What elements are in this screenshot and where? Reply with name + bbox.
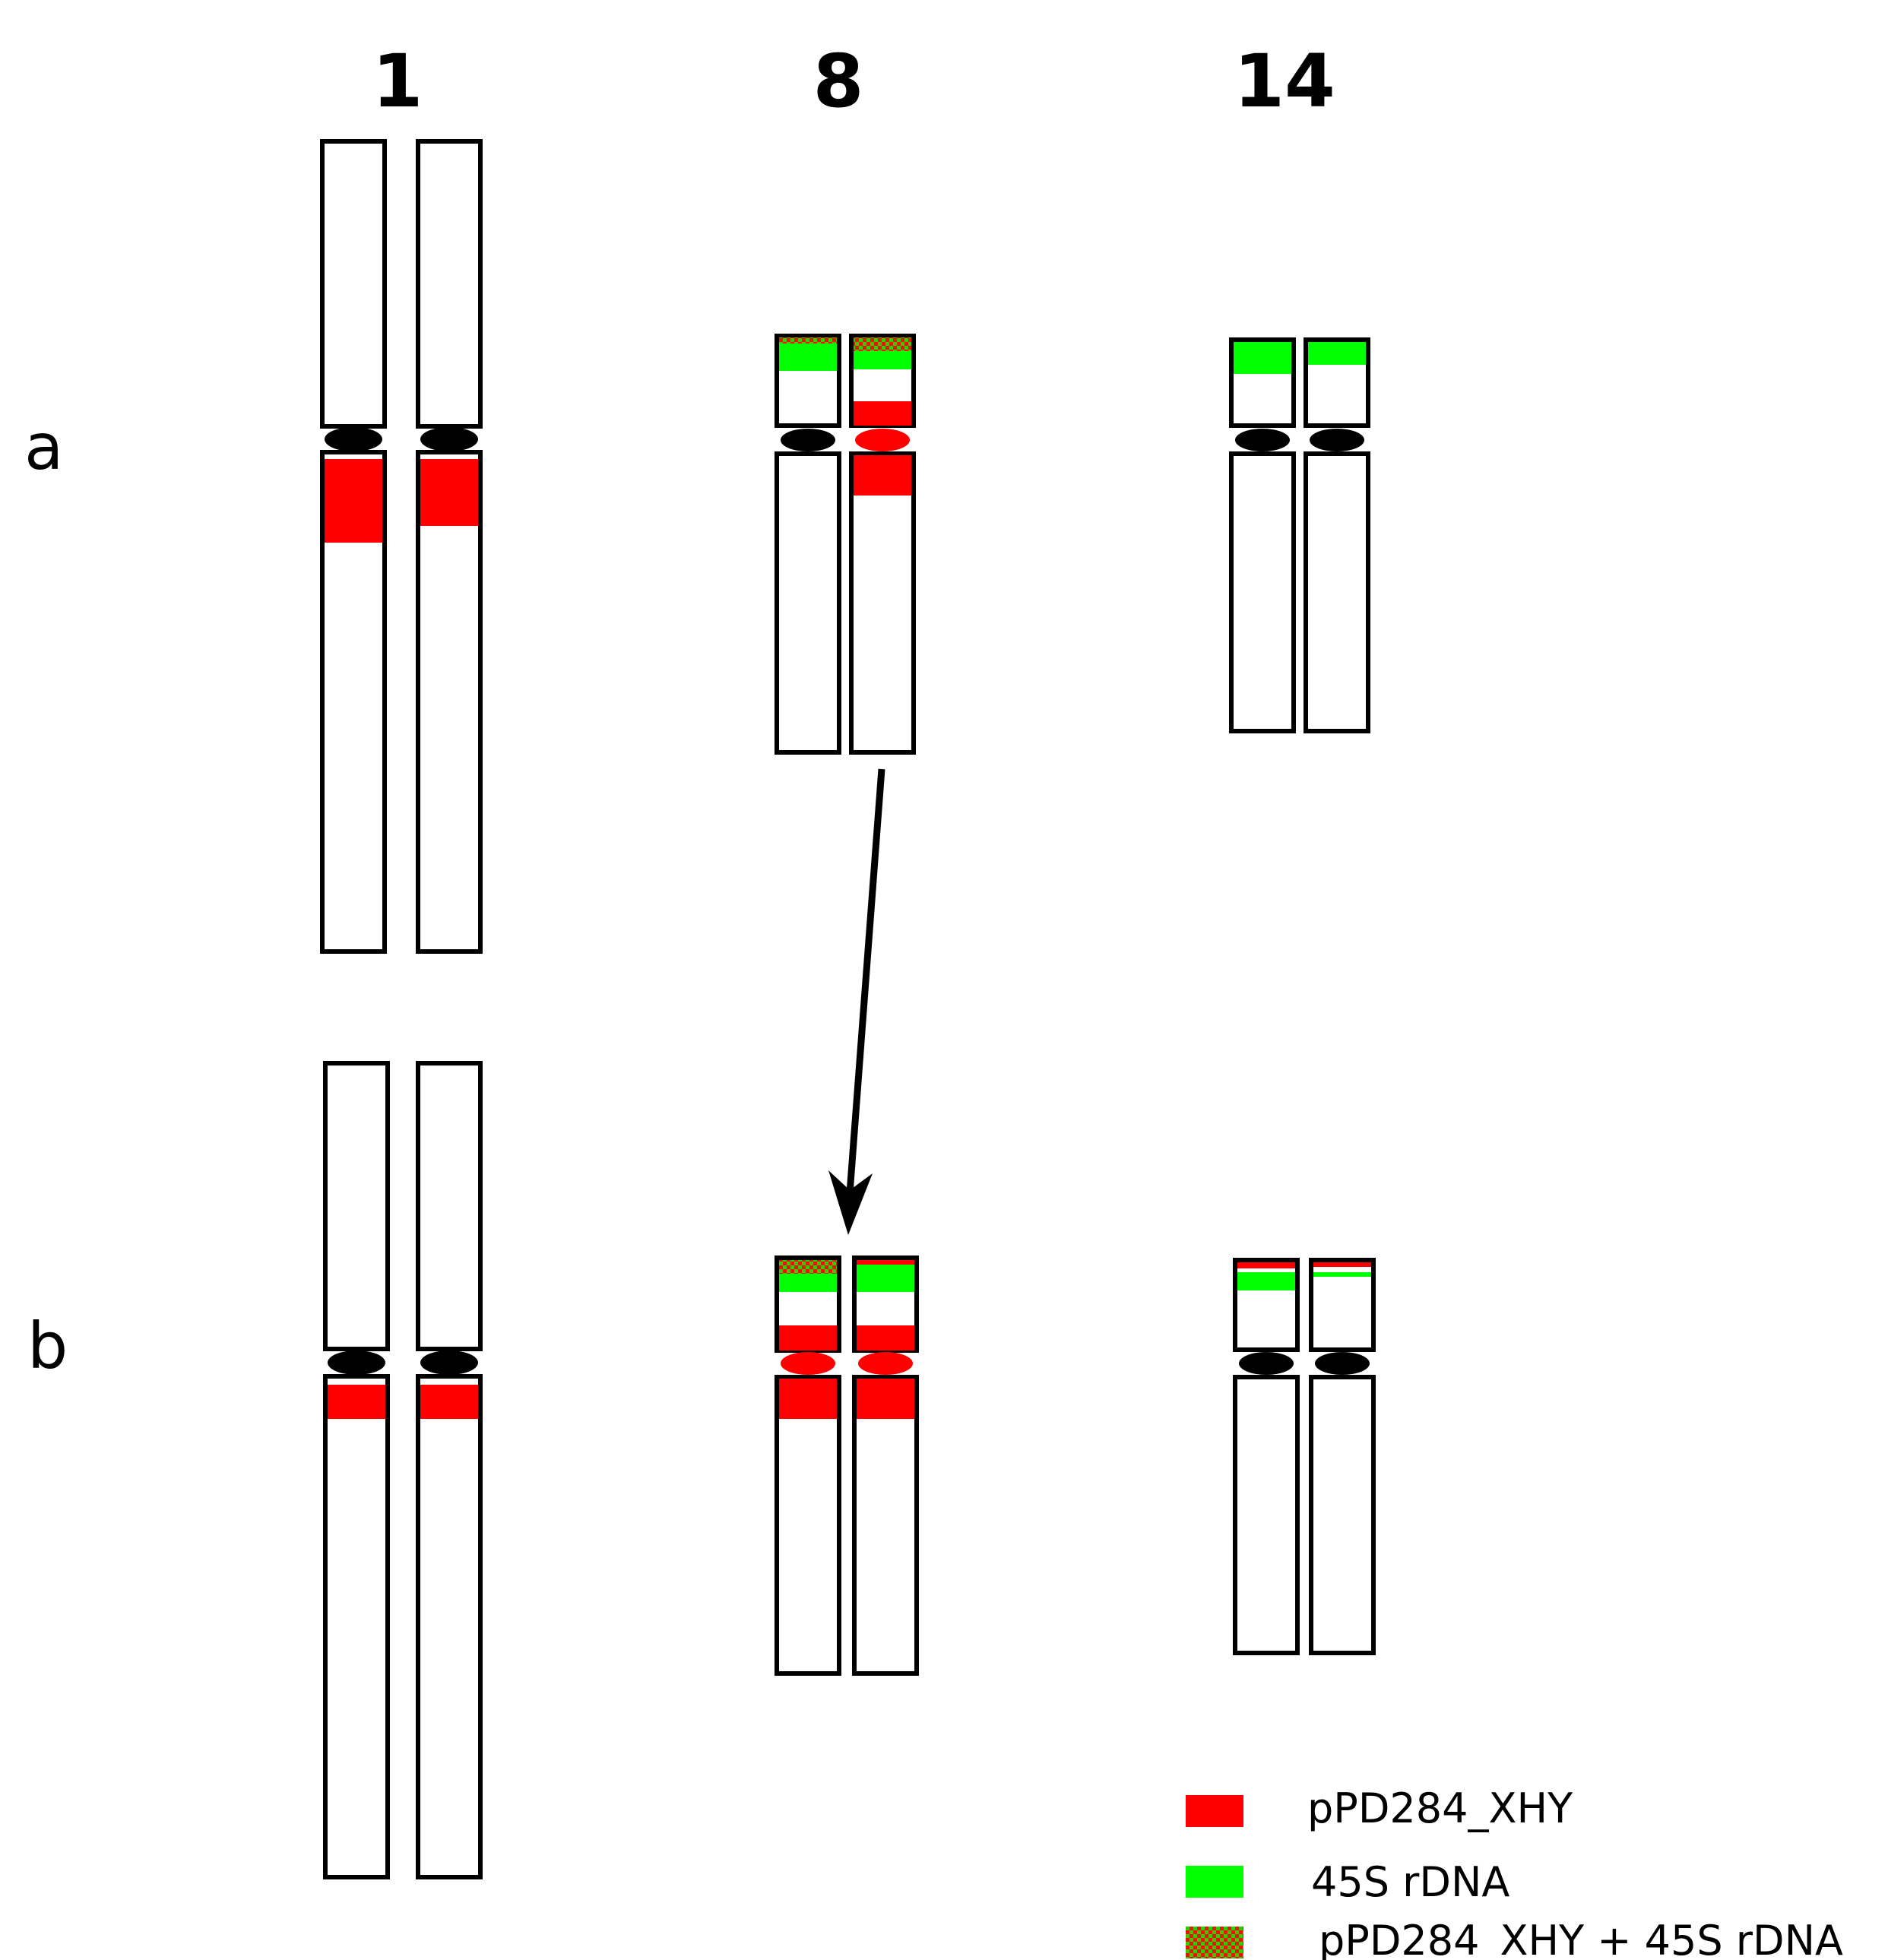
- signal-red-band: [1237, 1262, 1295, 1268]
- chromosome-8b-homolog-2: [852, 1255, 919, 1676]
- chromosome-label-1: 1: [372, 39, 423, 124]
- signal-green-band: [854, 351, 911, 369]
- centromere: [1310, 429, 1364, 451]
- signal-mixed-band: [779, 337, 837, 344]
- legend-swatch-mixed: [1186, 1927, 1243, 1958]
- signal-red-band: [779, 1325, 837, 1350]
- centromere: [1235, 429, 1290, 451]
- chromosome-14b-homolog-2: [1309, 1258, 1376, 1655]
- row-label-b: b: [27, 1309, 68, 1383]
- centromere: [781, 1352, 835, 1375]
- signal-red-band: [854, 455, 911, 496]
- chromosome-8a-homolog-2: [849, 334, 916, 755]
- centromere: [420, 427, 478, 451]
- chromosome-1b-homolog-1: [323, 1061, 390, 1879]
- signal-green-band: [1308, 342, 1366, 365]
- centromere: [325, 427, 382, 451]
- legend-label-45s: 45S rDNA: [1311, 1858, 1509, 1906]
- signal-mixed-band: [779, 1260, 837, 1274]
- chromosome-8a-homolog-1: [775, 334, 841, 755]
- signal-red-band: [854, 401, 911, 426]
- signal-red-band: [779, 1379, 837, 1419]
- signal-green-band: [1313, 1272, 1371, 1277]
- legend-swatch-red: [1186, 1795, 1243, 1827]
- signal-red-band: [325, 459, 382, 543]
- centromere: [1315, 1352, 1370, 1375]
- signal-red-band: [420, 459, 478, 526]
- chromosome-1b-homolog-2: [416, 1061, 483, 1879]
- signal-green-band: [779, 344, 837, 371]
- centromere: [781, 429, 835, 451]
- signal-red-band: [328, 1385, 385, 1419]
- signal-red-band: [857, 1260, 914, 1265]
- signal-red-band: [857, 1379, 914, 1419]
- chromosome-14a-homolog-1: [1229, 337, 1296, 733]
- signal-mixed-band: [854, 337, 911, 351]
- chromosome-label-14: 14: [1234, 39, 1335, 124]
- signal-red-band: [1313, 1262, 1371, 1267]
- chromosome-1a-homolog-1: [320, 139, 387, 954]
- centromere: [858, 1352, 913, 1375]
- centromere: [855, 429, 910, 451]
- transition-arrow: [828, 768, 885, 1235]
- signal-red-band: [420, 1385, 478, 1419]
- centromere: [1239, 1352, 1294, 1375]
- chromosome-14a-homolog-2: [1304, 337, 1370, 733]
- chromosome-label-8: 8: [813, 39, 864, 124]
- signal-red-band: [857, 1325, 914, 1350]
- legend: pPD284_XHY 45S rDNA pPD284_XHY + 45S rDN…: [1186, 1784, 1843, 1960]
- centromere: [420, 1350, 478, 1375]
- legend-label-ppd284: pPD284_XHY: [1307, 1784, 1573, 1832]
- legend-label-combined: pPD284_XHY + 45S rDNA: [1319, 1917, 1843, 1960]
- chromosome-8b-homolog-1: [775, 1255, 841, 1676]
- signal-green-band: [1234, 342, 1291, 374]
- chromosome-14b-homolog-1: [1233, 1258, 1300, 1655]
- legend-swatch-green: [1186, 1866, 1243, 1898]
- signal-green-band: [779, 1274, 837, 1292]
- chromosome-1a-homolog-2: [416, 139, 483, 954]
- centromere: [328, 1350, 385, 1375]
- row-label-a: a: [24, 410, 63, 484]
- signal-green-band: [1237, 1272, 1295, 1290]
- signal-green-band: [857, 1265, 914, 1292]
